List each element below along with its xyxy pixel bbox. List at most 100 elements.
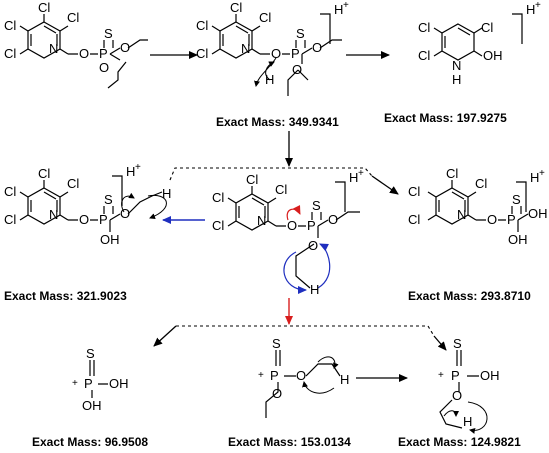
- dashed-branch: [176, 325, 435, 337]
- atom-s: S: [104, 26, 113, 41]
- charge-plus: +: [135, 162, 141, 173]
- atom-n: N: [49, 207, 58, 222]
- atom-o: O: [287, 218, 297, 233]
- atom-cl: Cl: [212, 190, 224, 205]
- atom-cl: Cl: [408, 212, 420, 227]
- atom-h: H: [526, 2, 535, 17]
- atom-o: O: [79, 46, 89, 61]
- atom-p: P: [451, 368, 460, 383]
- cation-plus: +: [438, 370, 444, 381]
- atom-oh: OH: [109, 376, 129, 391]
- atom-o: O: [79, 212, 89, 227]
- atom-cl: Cl: [4, 18, 16, 33]
- atom-s: S: [453, 336, 462, 351]
- atom-cl: Cl: [212, 218, 224, 233]
- exact-mass-label: Exact Mass: 293.8710: [408, 289, 531, 303]
- atom-cl: Cl: [475, 176, 487, 191]
- charge-plus: +: [535, 0, 541, 11]
- atom-p: P: [270, 368, 279, 383]
- atom-oh: OH: [483, 48, 503, 63]
- center-intermediate-structure: Cl Cl Cl Cl N O P S O O H H +: [212, 168, 364, 297]
- atom-oh: OH: [480, 368, 500, 383]
- loss-ethylene-structure: Cl Cl Cl Cl N O P S O OH H H +: [4, 162, 171, 247]
- atom-cl: Cl: [4, 212, 16, 227]
- atom-s: S: [104, 192, 113, 207]
- atom-oh: OH: [100, 232, 120, 247]
- atom-o: O: [312, 40, 322, 55]
- atom-o: O: [296, 368, 306, 383]
- atom-p: P: [99, 46, 108, 61]
- atom-h: H: [334, 2, 343, 17]
- exact-mass-label: Exact Mass: 124.9821: [398, 435, 521, 449]
- atom-s: S: [86, 346, 95, 361]
- atom-s: S: [512, 192, 521, 207]
- atom-cl: Cl: [408, 184, 420, 199]
- atom-h: H: [349, 170, 358, 185]
- atom-oh: OH: [82, 398, 102, 413]
- atom-p: P: [99, 212, 108, 227]
- dashed-branch: [169, 167, 373, 181]
- exact-mass-label: Exact Mass: 197.9275: [384, 111, 507, 125]
- atom-cl: Cl: [38, 166, 50, 181]
- atom-cl: Cl: [67, 176, 79, 191]
- atom-cl: Cl: [230, 0, 242, 15]
- atom-cl: Cl: [446, 166, 458, 181]
- atom-cl: Cl: [418, 48, 430, 63]
- atom-h: H: [162, 186, 171, 201]
- atom-o: O: [120, 206, 130, 221]
- atom-cl: Cl: [4, 184, 16, 199]
- trichloropyridinol-structure: Cl Cl Cl N H OH H +: [418, 0, 541, 87]
- atom-o: O: [487, 212, 497, 227]
- atom-o: O: [120, 40, 130, 55]
- atom-h: H: [310, 282, 319, 297]
- loss-two-ethylene-structure: Cl Cl Cl Cl N O P S OH OH H +: [408, 166, 548, 247]
- reaction-arrow: [433, 335, 447, 351]
- atom-h: H: [463, 414, 472, 429]
- atom-s: S: [312, 198, 321, 213]
- reaction-arrow: [371, 175, 399, 195]
- atom-cl: Cl: [259, 10, 271, 25]
- exact-mass-label: Exact Mass: 349.9341: [216, 115, 339, 129]
- atom-n: N: [241, 41, 250, 56]
- atom-cl: Cl: [38, 0, 50, 15]
- atom-cl: Cl: [67, 10, 79, 25]
- atom-o: O: [272, 386, 282, 401]
- cation-plus: +: [72, 378, 78, 389]
- exact-mass-label: Exact Mass: 96.9508: [32, 435, 148, 449]
- atom-cl: Cl: [4, 46, 16, 61]
- atom-cl: Cl: [275, 182, 287, 197]
- exact-mass-label: Exact Mass: 153.0134: [228, 435, 351, 449]
- atom-cl: Cl: [481, 20, 493, 35]
- atom-o: O: [271, 46, 281, 61]
- atom-n: N: [452, 58, 461, 73]
- charge-plus: +: [539, 168, 545, 179]
- atom-cl: Cl: [196, 46, 208, 61]
- fragment-153-structure: S + P O O H: [258, 336, 349, 418]
- atom-cl: Cl: [246, 172, 258, 187]
- atom-s: S: [272, 336, 281, 351]
- atom-n: N: [457, 207, 466, 222]
- reaction-arrow: [153, 325, 177, 347]
- atom-o: O: [452, 388, 462, 403]
- atom-s: S: [296, 26, 305, 41]
- fragment-97-structure: S + P OH OH: [72, 346, 129, 413]
- atom-h: H: [530, 170, 539, 185]
- fragment-125-structure: S + P OH O H: [438, 336, 500, 434]
- atom-o: O: [99, 60, 109, 75]
- atom-h: H: [265, 72, 274, 87]
- atom-h: H: [126, 164, 135, 179]
- protonated-chlorpyrifos-structure: Cl Cl Cl Cl N O P S O O H H +: [196, 0, 349, 96]
- atom-p: P: [291, 46, 300, 61]
- charge-plus: +: [358, 168, 364, 179]
- exact-mass-label: Exact Mass: 321.9023: [4, 289, 127, 303]
- atom-h: H: [340, 372, 349, 387]
- atom-o: O: [292, 62, 302, 77]
- atom-p: P: [84, 376, 93, 391]
- atom-n: N: [49, 41, 58, 56]
- charge-plus: +: [343, 0, 349, 11]
- atom-h: H: [452, 72, 461, 87]
- atom-oh: OH: [528, 206, 548, 221]
- atom-oh: OH: [508, 232, 528, 247]
- atom-p: P: [307, 218, 316, 233]
